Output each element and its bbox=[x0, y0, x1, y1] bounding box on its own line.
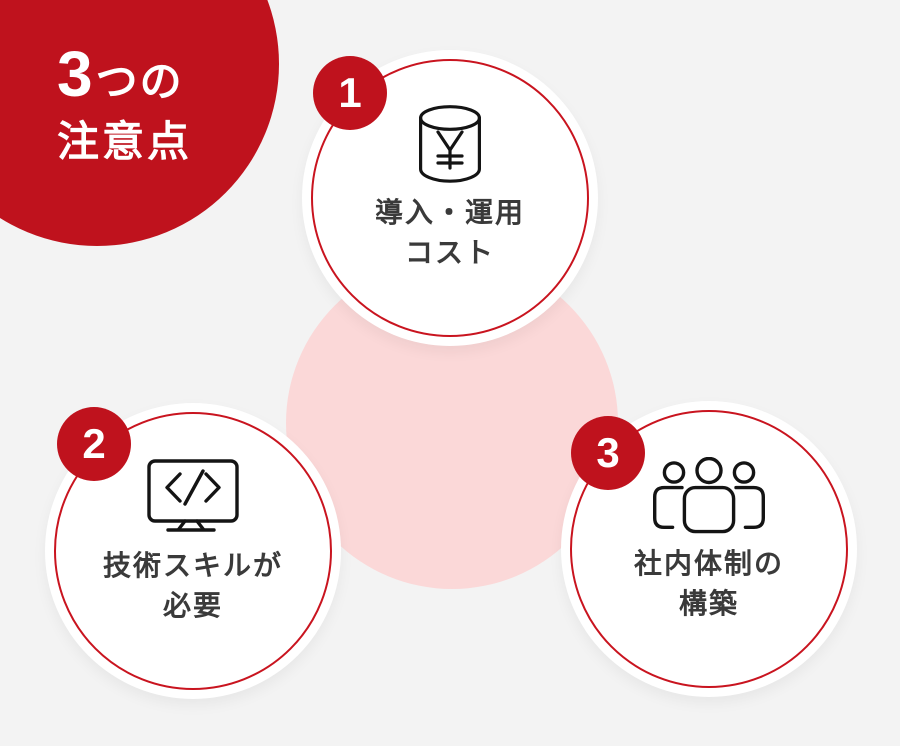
item-ring bbox=[311, 59, 589, 337]
yen-database-icon-svg bbox=[419, 105, 481, 183]
title-line2: 注意点 bbox=[57, 118, 193, 165]
main-title-line1: 3 つの bbox=[57, 42, 192, 106]
code-monitor-icon bbox=[147, 457, 239, 537]
item-label-line1: 社内体制の bbox=[633, 548, 784, 579]
item-label: 社内体制の 構築 bbox=[634, 544, 784, 624]
item-content: 社内体制の 構築 bbox=[561, 401, 857, 697]
item-label: 導入・運用 コスト bbox=[375, 193, 525, 273]
people-group-icon-svg bbox=[653, 456, 765, 533]
title-blob: 3 つの 注意点 bbox=[0, 0, 279, 246]
item-label-line1: 導入・運用 bbox=[374, 197, 525, 228]
item-label-line2: 必要 bbox=[162, 590, 223, 621]
badge-number: 2 bbox=[82, 420, 106, 467]
item-ring bbox=[54, 412, 332, 690]
title-count: 3 bbox=[57, 38, 93, 110]
main-title: 3 つの 注意点 bbox=[57, 42, 192, 163]
yen-database-icon bbox=[417, 104, 483, 184]
badge-number: 1 bbox=[338, 69, 362, 116]
item-label-line2: 構築 bbox=[678, 588, 739, 619]
code-monitor-icon-svg bbox=[147, 459, 239, 532]
people-group-icon bbox=[653, 455, 765, 535]
item-content: 技術スキルが 必要 bbox=[45, 403, 341, 699]
title-suffix: つの bbox=[95, 58, 184, 105]
item-content: 導入・運用 コスト bbox=[302, 50, 598, 346]
item-ring bbox=[570, 410, 848, 688]
badge-number: 3 bbox=[596, 429, 620, 476]
item-number-badge-3: 3 bbox=[571, 416, 645, 490]
item-label-line1: 技術スキルが bbox=[102, 550, 283, 581]
item-number-badge-2: 2 bbox=[57, 407, 131, 481]
item-number-badge-1: 1 bbox=[313, 56, 387, 130]
item-label-line2: コスト bbox=[404, 237, 495, 268]
item-label: 技術スキルが 必要 bbox=[103, 546, 283, 626]
